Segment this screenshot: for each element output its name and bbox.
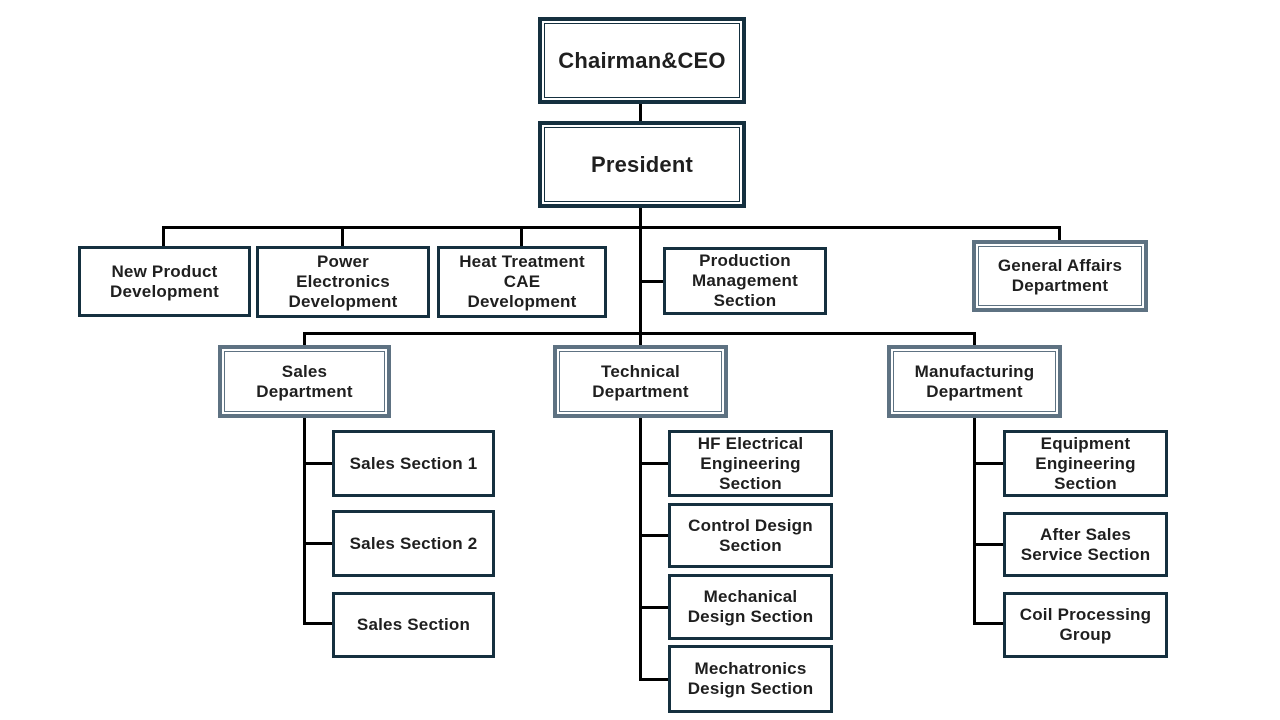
node-technical-department: Technical Department xyxy=(553,345,728,418)
connector-department-bus xyxy=(303,332,976,335)
connector-stub-control-design xyxy=(639,534,668,537)
node-mechatronics-design-section-label: Mechatronics Design Section xyxy=(687,659,814,698)
node-power-electronics-development: Power Electronics Development xyxy=(256,246,430,318)
node-chairman-ceo: Chairman&CEO xyxy=(538,17,746,104)
connector-stub-hf-electrical xyxy=(639,462,668,465)
node-new-product-development-label: New Product Development xyxy=(110,261,219,301)
connector-president-trunk xyxy=(639,208,642,345)
node-president: President xyxy=(538,121,746,208)
connector-stub-power-electronics xyxy=(341,226,344,246)
node-mechanical-design-section-label: Mechanical Design Section xyxy=(687,587,814,626)
node-general-affairs-department-label: General Affairs Department xyxy=(997,256,1123,295)
node-hf-electrical-engineering-section: HF Electrical Engineering Section xyxy=(668,430,833,497)
connector-stub-equipment xyxy=(973,462,1003,465)
connector-stub-sales-section3 xyxy=(303,622,332,625)
node-manufacturing-department: Manufacturing Department xyxy=(887,345,1062,418)
node-coil-processing-group-label: Coil Processing Group xyxy=(1019,605,1152,644)
node-power-electronics-development-label: Power Electronics Development xyxy=(288,252,398,311)
node-control-design-section-label: Control Design Section xyxy=(688,515,813,555)
node-sales-section-1-label: Sales Section 1 xyxy=(349,453,478,473)
connector-chairman-president xyxy=(639,104,642,121)
node-control-design-section: Control Design Section xyxy=(668,503,833,568)
node-heat-treatment-cae-development: Heat Treatment CAE Development xyxy=(437,246,607,318)
node-mechanical-design-section: Mechanical Design Section xyxy=(668,574,833,640)
node-sales-department-label: Sales Department xyxy=(256,361,353,401)
connector-stub-manufacturing-dept xyxy=(973,332,976,345)
connector-stub-after-sales xyxy=(973,543,1003,546)
node-hf-electrical-engineering-section-label: HF Electrical Engineering Section xyxy=(697,433,804,493)
connector-stub-new-product xyxy=(162,226,165,246)
node-technical-department-label: Technical Department xyxy=(592,361,689,401)
connector-stub-general-affairs xyxy=(1058,226,1061,240)
node-sales-section-2-label: Sales Section 2 xyxy=(349,533,478,553)
node-sales-department: Sales Department xyxy=(218,345,391,418)
node-new-product-development: New Product Development xyxy=(78,246,251,317)
node-sales-section-1: Sales Section 1 xyxy=(332,430,495,497)
connector-technical-drop xyxy=(639,418,642,681)
node-coil-processing-group: Coil Processing Group xyxy=(1003,592,1168,658)
node-president-label: President xyxy=(590,151,694,177)
node-production-management-section-label: Production Management Section xyxy=(692,251,798,310)
connector-stub-production-management xyxy=(641,280,663,283)
connector-sales-drop xyxy=(303,418,306,625)
connector-stub-heat-treatment xyxy=(520,226,523,246)
connector-stub-sales-section2 xyxy=(303,542,332,545)
node-manufacturing-department-label: Manufacturing Department xyxy=(914,361,1035,401)
node-after-sales-service-section-label: After Sales Service Section xyxy=(1020,524,1151,564)
node-chairman-ceo-label: Chairman&CEO xyxy=(558,47,726,73)
connector-stub-sales-dept xyxy=(303,332,306,345)
node-mechatronics-design-section: Mechatronics Design Section xyxy=(668,645,833,713)
connector-stub-sales-section1 xyxy=(303,462,332,465)
connector-staff-bus xyxy=(162,226,1061,229)
connector-stub-mechatronics-design xyxy=(639,678,668,681)
node-after-sales-service-section: After Sales Service Section xyxy=(1003,512,1168,577)
connector-manufacturing-drop xyxy=(973,418,976,625)
node-equipment-engineering-section: Equipment Engineering Section xyxy=(1003,430,1168,497)
node-sales-section-label: Sales Section xyxy=(356,615,471,634)
connector-stub-coil-processing xyxy=(973,622,1003,625)
node-general-affairs-department: General Affairs Department xyxy=(972,240,1148,312)
node-sales-section-2: Sales Section 2 xyxy=(332,510,495,577)
node-production-management-section: Production Management Section xyxy=(663,247,827,315)
connector-stub-mechanical-design xyxy=(639,606,668,609)
node-equipment-engineering-section-label: Equipment Engineering Section xyxy=(1035,433,1136,493)
node-heat-treatment-cae-development-label: Heat Treatment CAE Development xyxy=(459,252,585,311)
node-sales-section: Sales Section xyxy=(332,592,495,658)
